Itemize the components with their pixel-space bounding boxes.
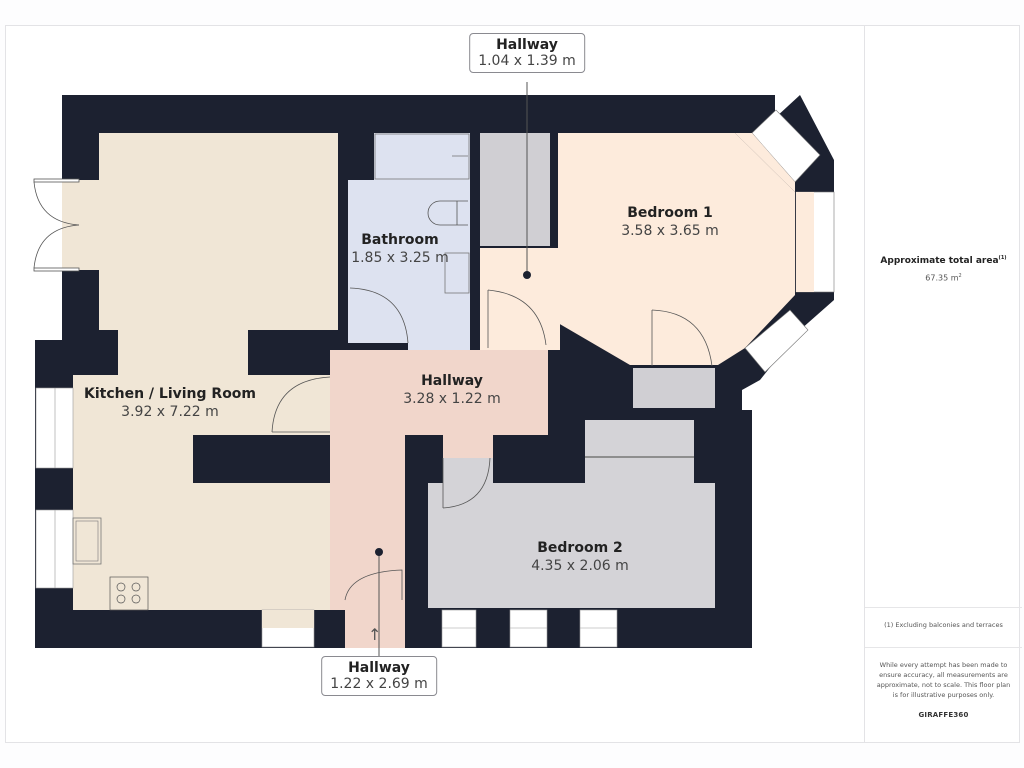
bedroom1-door-icon: [651, 309, 713, 367]
callout-name: Hallway: [496, 37, 558, 53]
bedroom2-door-icon: [442, 457, 491, 509]
area-value-text: 67.35 m: [925, 273, 959, 283]
callout-hallway-top: Hallway 1.04 x 1.39 m: [469, 33, 585, 73]
bedroom1-window-top: [751, 109, 821, 183]
label-kitchen-living: Kitchen / Living Room 3.92 x 7.22 m: [84, 386, 256, 420]
room-name: Bedroom 2: [537, 540, 623, 556]
brand-logo: GIRAFFE360: [918, 711, 969, 719]
callout-dot-top: [523, 271, 531, 279]
room-hallway-top: [480, 248, 560, 350]
room-dims: 1.85 x 3.25 m: [351, 250, 449, 266]
room-dims: 3.28 x 1.22 m: [403, 391, 501, 407]
entrance-arrow-icon: ↑: [368, 625, 381, 644]
label-bedroom1: Bedroom 1 3.58 x 3.65 m: [621, 205, 719, 239]
entrance-door-icon: [344, 569, 403, 601]
room-bedroom2: [428, 420, 715, 608]
kitchen-window-1: [35, 387, 74, 469]
bathtub-icon: [374, 133, 470, 180]
bedroom2-windows: [441, 609, 618, 648]
basin-icon: [444, 252, 470, 294]
info-sidebar: Approximate total area(1) 67.35 m2 (1) E…: [864, 25, 1022, 743]
disclaimer: While every attempt has been made to ens…: [876, 661, 1011, 699]
area-unit-sup: 2: [958, 273, 962, 279]
callout-dims: 1.22 x 2.69 m: [330, 676, 428, 692]
wardrobe-bedroom1: [633, 368, 715, 408]
area-note-marker: (1): [998, 255, 1007, 261]
kitchen-door-icon: [271, 376, 331, 433]
label-bathroom: Bathroom 1.85 x 3.25 m: [351, 232, 449, 266]
room-dims: 3.58 x 3.65 m: [621, 223, 719, 239]
callout-hallway-entrance: Hallway 1.22 x 2.69 m: [321, 656, 437, 696]
room-kitchen-living: [73, 133, 338, 610]
floor-plan: ↑: [33, 82, 835, 656]
toilet-icon: [427, 200, 468, 226]
callout-dims: 1.04 x 1.39 m: [478, 53, 576, 69]
label-hallway-center: Hallway 3.28 x 1.22 m: [403, 373, 501, 407]
room-hallway-center: [330, 350, 548, 648]
bedroom1-window-bottom: [744, 309, 809, 373]
area-value: 67.35 m2: [865, 273, 1022, 283]
room-bathroom: [348, 133, 470, 350]
room-dims: 3.92 x 7.22 m: [121, 404, 219, 420]
room-name: Kitchen / Living Room: [83, 386, 257, 402]
room-dims: 4.35 x 2.06 m: [531, 558, 629, 574]
kitchen-door-threshold: [62, 180, 99, 270]
room-name: Hallway: [421, 373, 483, 389]
area-title-text: Approximate total area: [880, 256, 999, 266]
french-door-icon: [33, 178, 80, 272]
hob-icon: [109, 576, 149, 611]
divider: [865, 607, 1022, 608]
footnote: (1) Excluding balconies and terraces: [884, 621, 1003, 629]
kitchen-window-2: [35, 509, 74, 589]
label-bedroom2: Bedroom 2 4.35 x 2.06 m: [531, 540, 629, 574]
bathroom-door-icon: [349, 287, 409, 344]
area-title: Approximate total area(1): [865, 255, 1022, 266]
cupboard: [480, 133, 550, 246]
room-name: Bathroom: [361, 232, 439, 248]
hallway-top-door-icon: [487, 289, 547, 346]
sink-icon: [72, 517, 102, 565]
callout-name: Hallway: [348, 660, 410, 676]
divider: [865, 647, 1022, 648]
room-bedroom1: [558, 133, 795, 365]
room-name: Bedroom 1: [627, 205, 713, 221]
callout-dot-bottom: [375, 548, 383, 556]
